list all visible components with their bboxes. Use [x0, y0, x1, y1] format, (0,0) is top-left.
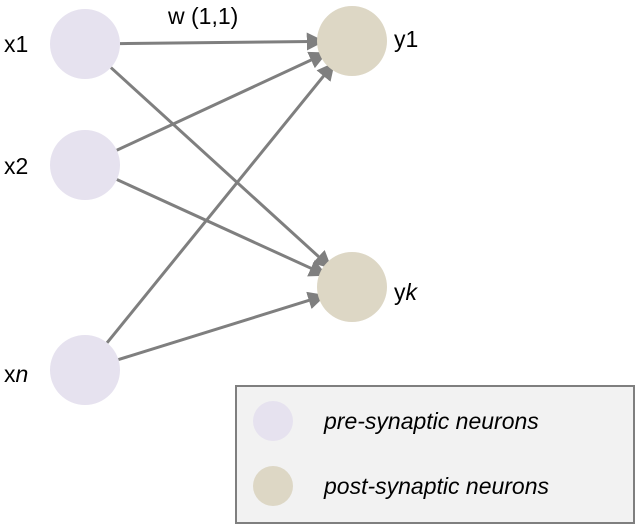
neuron-yk	[317, 252, 387, 322]
pre-synaptic-layer	[50, 9, 120, 405]
legend-pre-label: pre-synaptic neurons	[323, 408, 539, 434]
label-x2: x2	[4, 153, 28, 179]
neuron-xn	[50, 335, 120, 405]
legend: pre-synaptic neurons post-synaptic neuro…	[235, 385, 635, 524]
connection-xn-y1	[105, 62, 335, 344]
connections	[105, 32, 335, 362]
connection-xn-yk	[117, 291, 327, 362]
legend-post-label: post-synaptic neurons	[323, 473, 550, 499]
legend-box	[235, 385, 635, 524]
label-xn: xn	[4, 361, 28, 387]
label-x1: x1	[4, 31, 28, 57]
connection-x1-yk	[109, 66, 332, 269]
neuron-y1	[317, 6, 387, 76]
legend-pre-swatch	[253, 401, 293, 441]
legend-post-swatch	[253, 466, 293, 506]
connection-x2-y1	[116, 51, 328, 152]
label-yk: yk	[394, 279, 419, 305]
connection-x1-y1	[119, 32, 325, 51]
neuron-x1	[50, 9, 120, 79]
weight-label: w (1,1)	[167, 3, 238, 29]
neuron-x2	[50, 130, 120, 200]
label-y1: y1	[394, 26, 418, 52]
post-synaptic-layer	[317, 6, 387, 322]
connection-x2-yk	[116, 178, 328, 277]
